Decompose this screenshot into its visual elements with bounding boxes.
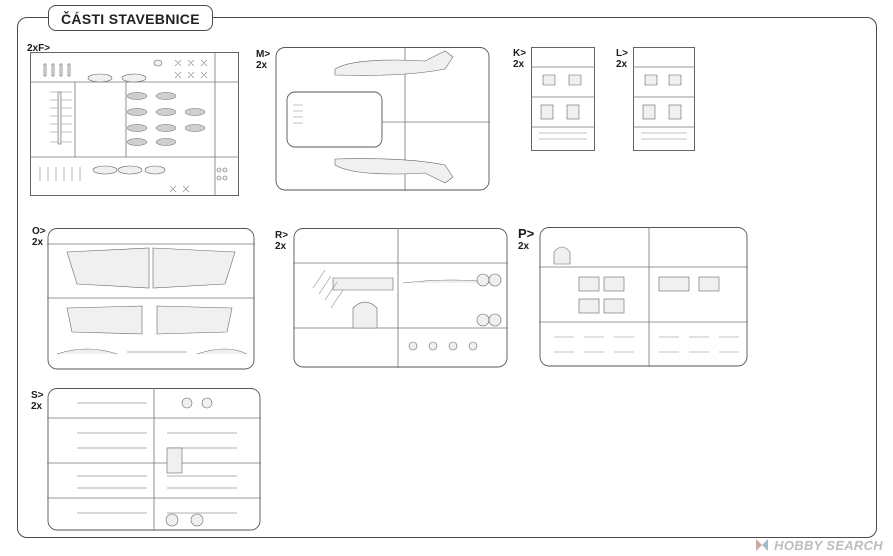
sprue-label-l: L>2x [616,48,628,70]
sprue-k-drawing [531,47,595,151]
sprue-o-drawing [47,228,255,370]
page-title: ČÁSTI STAVEBNICE [48,5,213,31]
sprue-l-drawing [633,47,695,151]
sprue-s-drawing [47,388,261,531]
sprue-label-s: S>2x [31,390,44,412]
hobbysearch-logo-icon [756,539,769,551]
sprue-label-k: K>2x [513,48,527,70]
sprue-p-drawing [539,227,748,367]
sprue-label-f: 2xF> [27,43,51,54]
hobbysearch-watermark: HOBBY SEARCH [754,537,883,553]
sprue-f-drawing [30,52,239,196]
sprue-label-p: P>2x [518,226,535,252]
parts-frame [17,17,877,538]
sprue-label-o: O>2x [32,226,46,248]
sprue-r-drawing [293,228,508,368]
sprue-m-drawing [275,47,490,191]
sprue-label-r: R>2x [275,230,289,252]
sprue-label-m: M>2x [256,49,271,71]
